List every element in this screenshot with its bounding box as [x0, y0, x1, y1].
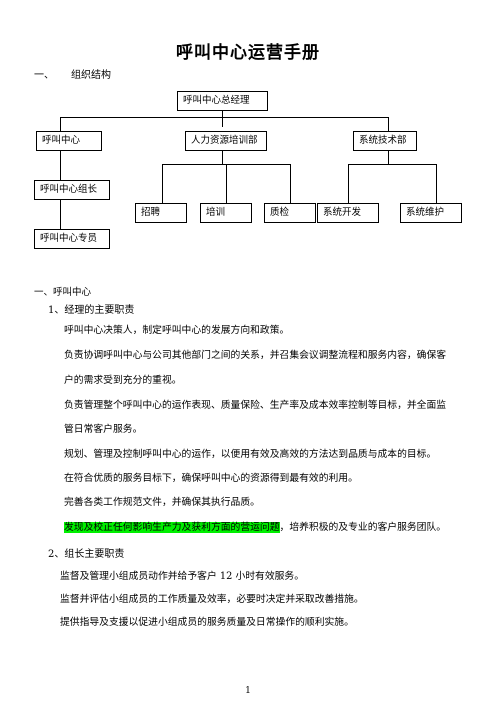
page-number: 1: [245, 686, 251, 696]
manager-duty-2: 负责协调呼叫中心与公司其他部门之间的关系，并召集会议调整流程和服务内容，确保客: [64, 350, 447, 361]
org-node-qc: 质检: [264, 203, 316, 223]
org-node-call-center: 呼叫中心: [36, 131, 102, 151]
org-node-sys-maint: 系统维护: [400, 203, 462, 223]
manager-duty-5: 在符合优质的服务目标下，确保呼叫中心的资源得到最有效的利用。: [64, 473, 358, 484]
org-node-tech-dept: 系统技术部: [353, 131, 417, 151]
connector: [222, 150, 223, 164]
manager-duty-6: 完善各类工作规范文件，并确保其执行品质。: [64, 497, 260, 508]
section-number: 一、: [34, 70, 54, 81]
manager-duty-1: 呼叫中心决策人，制定呼叫中心的发展方向和政策。: [64, 325, 290, 336]
connector: [388, 150, 389, 164]
section-heading-org-structure: 组织结构: [71, 70, 111, 81]
org-node-agent: 呼叫中心专员: [34, 229, 110, 249]
leader-duty-1: 监督及管理小组成员动作并给予客户 12 小时有效服务。: [60, 571, 305, 582]
subheading-manager-duties: 1、经理的主要职责: [48, 305, 135, 316]
connector: [222, 110, 223, 127]
page-title: 呼叫中心运营手册: [176, 43, 320, 63]
connector: [388, 117, 389, 131]
manager-duty-7-rest: ，培养积极的及专业的客户服务团队。: [279, 522, 447, 533]
connector: [60, 198, 61, 229]
subheading-leader-duties: 2、组长主要职责: [48, 549, 125, 560]
manager-duty-4: 规划、管理及控制呼叫中心的运作，以便用有效及高效的方法达到品质与成本的目标。: [64, 449, 437, 460]
leader-duty-2: 监督并评估小组成员的工作质量及效率，必要时决定并采取改善措施。: [60, 594, 364, 605]
manager-duty-3: 负责管理整个呼叫中心的运作表现、质量保险、生产率及成本效率控制等目标，并全面监: [64, 400, 447, 411]
connector: [60, 117, 388, 118]
connector: [226, 164, 227, 204]
connector: [348, 164, 349, 204]
manager-duty-3-cont: 管日常客户服务。: [64, 424, 143, 435]
org-node-hr-training: 人力资源培训部: [185, 131, 267, 151]
connector: [348, 164, 436, 165]
manager-duty-2-cont: 户的需求受到充分的重视。: [64, 375, 182, 386]
section-heading-call-center: 一、呼叫中心: [34, 287, 92, 298]
connector: [162, 164, 163, 204]
org-node-sys-dev: 系统开发: [317, 203, 379, 223]
connector: [60, 117, 61, 131]
org-node-general-manager: 呼叫中心总经理: [177, 91, 268, 111]
org-node-training: 培训: [200, 203, 252, 223]
org-node-team-leader: 呼叫中心组长: [34, 180, 110, 200]
leader-duty-3: 提供指导及支援以促进小组成员的服务质量及日常操作的顺利实施。: [60, 617, 354, 628]
connector: [436, 164, 437, 204]
connector: [60, 150, 61, 183]
connector: [290, 164, 291, 204]
org-node-recruit: 招聘: [135, 203, 187, 223]
highlighted-text: 发现及校正任何影响生产力及获利方面的营运问题: [64, 522, 280, 533]
manager-duty-7: 发现及校正任何影响生产力及获利方面的营运问题，培养积极的及专业的客户服务团队。: [64, 519, 446, 533]
